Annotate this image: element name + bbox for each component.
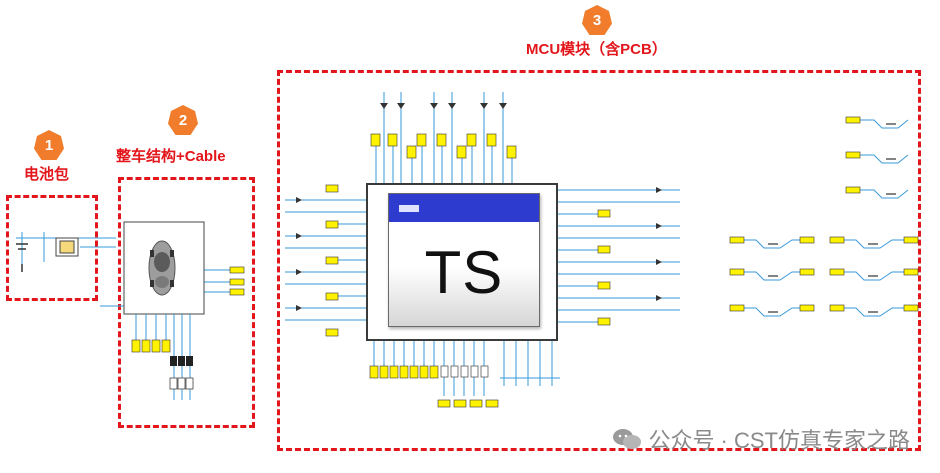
vehicle-structure-title: 整车结构+Cable: [116, 148, 226, 165]
ts-window-icon: TS: [388, 193, 540, 327]
watermark-text: 公众号 · CST仿真专家之路: [648, 428, 910, 453]
mcu-ts-block: TS: [366, 183, 558, 341]
step-badge-1: 1: [34, 130, 64, 160]
ts-titlebar: [389, 194, 539, 222]
battery-pack-title: 电池包: [24, 166, 70, 183]
battery-pack-region: [6, 195, 98, 301]
wechat-icon: [612, 428, 642, 450]
mcu-module-region: [277, 70, 921, 451]
step-badge-3: 3: [582, 5, 612, 35]
step-badge-2: 2: [168, 105, 198, 135]
vehicle-structure-region: [118, 177, 255, 428]
watermark: 公众号 · CST仿真专家之路: [612, 423, 910, 455]
mcu-module-title: MCU模块（含PCB）: [526, 41, 667, 58]
ts-label: TS: [424, 239, 504, 306]
